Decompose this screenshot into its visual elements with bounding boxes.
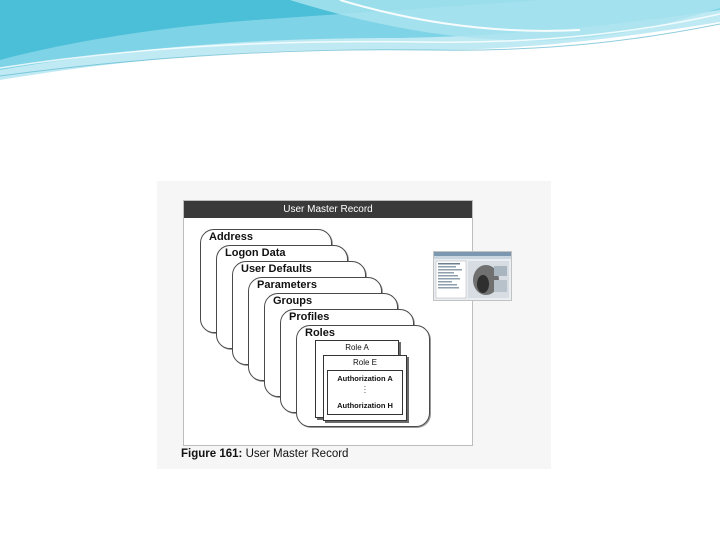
card-label-user-defaults: User Defaults	[241, 263, 312, 275]
role-e-box: Role E Authorization A ··· Authorization…	[323, 355, 407, 421]
diagram-frame: User Master Record Address Logon Data Us…	[183, 200, 473, 446]
card-label-parameters: Parameters	[257, 279, 317, 291]
caption-number: Figure 161:	[181, 448, 243, 460]
role-a-label: Role A	[345, 343, 369, 352]
authorization-h-label: Authorization H	[337, 401, 393, 410]
card-label-profiles: Profiles	[289, 311, 330, 323]
authorization-box: Authorization A ··· Authorization H	[327, 370, 403, 415]
authorization-a-label: Authorization A	[337, 374, 393, 383]
thumbnail-image	[434, 252, 511, 299]
card-roles: Roles Role A Role E Authorization A ··· …	[296, 325, 430, 427]
ellipsis-dots: ···	[363, 382, 367, 397]
diagram-title: User Master Record	[184, 201, 472, 218]
sap-screen-thumbnail	[433, 251, 512, 301]
card-label-logon-data: Logon Data	[225, 247, 286, 259]
card-label-roles: Roles	[305, 327, 335, 339]
card-label-address: Address	[209, 231, 254, 243]
card-label-groups: Groups	[273, 295, 313, 307]
caption-text: User Master Record	[245, 448, 349, 460]
slide-header-wave	[0, 0, 720, 80]
figure-caption: Figure 161: User Master Record	[181, 448, 348, 460]
figure-panel: User Master Record Address Logon Data Us…	[157, 181, 551, 469]
role-e-label: Role E	[352, 358, 377, 367]
